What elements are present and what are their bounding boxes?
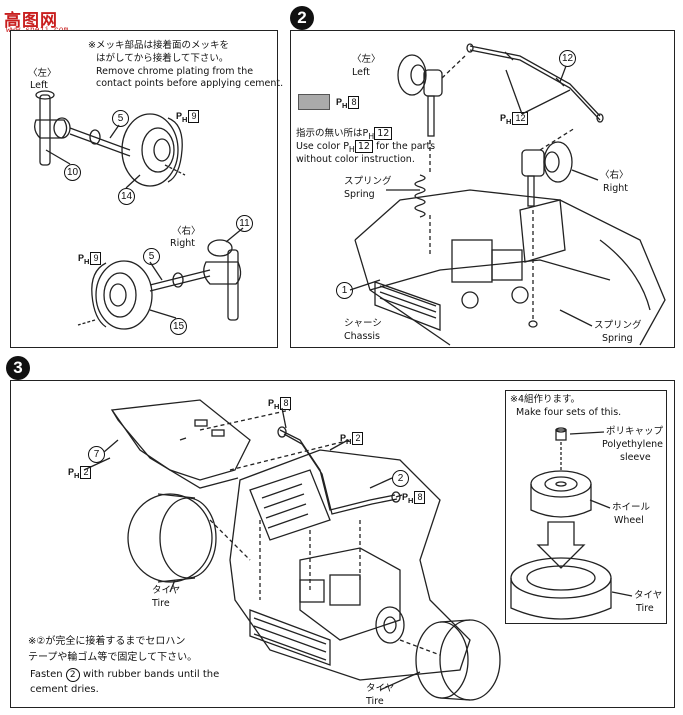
inset-poly-jp: ポリキャップ bbox=[606, 426, 664, 437]
part-number-12: 12 bbox=[559, 50, 576, 67]
color-swatch bbox=[298, 94, 330, 110]
step2-spring-jp: スプリング bbox=[344, 176, 392, 187]
step2-spring-en: Spring bbox=[344, 189, 375, 200]
inset-wheel-en: Wheel bbox=[614, 515, 644, 526]
step2-right-jp: 〈右〉 bbox=[600, 170, 629, 181]
part-number-10: 10 bbox=[64, 164, 81, 181]
watermark-logo: 高图网 bbox=[4, 11, 58, 31]
part-number-2: 2 bbox=[392, 470, 409, 487]
step3-tire-bottom-jp: タイヤ bbox=[366, 683, 395, 694]
step2-chassis-en: Chassis bbox=[344, 331, 380, 342]
step1-note-jp: ※メッキ部品は接着面のメッキを bbox=[88, 40, 229, 51]
step2-spring2-jp: スプリング bbox=[594, 320, 642, 331]
part-number-5b: 5 bbox=[143, 248, 160, 265]
step3-tire-bottom-en: Tire bbox=[366, 696, 384, 707]
inset-make-en: Make four sets of this. bbox=[516, 407, 622, 418]
inset-tire-en: Tire bbox=[636, 603, 654, 614]
part-number-11: 11 bbox=[236, 215, 253, 232]
step3-number: 3 bbox=[6, 356, 30, 380]
part-number-15: 15 bbox=[170, 318, 187, 335]
step3-tire-left-en: Tire bbox=[152, 598, 170, 609]
inset-poly-en2: sleeve bbox=[620, 452, 651, 463]
step3-note-jp1: ※②が完全に接着するまでセロハン bbox=[28, 636, 186, 647]
step1-note-en: Remove chrome plating from the bbox=[96, 66, 254, 77]
step1-right-jp: 〈右〉 bbox=[172, 226, 201, 237]
step3-tire-left-jp: タイヤ bbox=[152, 585, 181, 596]
part-number-5a: 5 bbox=[112, 110, 129, 127]
step2-note-en2: without color instruction. bbox=[296, 154, 415, 165]
step1-right-en: Right bbox=[170, 238, 196, 249]
step2-number: 2 bbox=[290, 6, 314, 30]
step1-left-en: Left bbox=[30, 80, 48, 91]
step2-spring2-en: Spring bbox=[602, 333, 633, 344]
inset-make-jp: ※4組作ります。 bbox=[510, 394, 581, 405]
step1-left-jp: 〈左〉 bbox=[28, 68, 57, 79]
step1-note-jp2: はがしてから接着して下さい。 bbox=[96, 53, 229, 64]
inset-poly-en1: Polyethylene bbox=[602, 439, 664, 450]
step3-note-en2: cement dries. bbox=[30, 684, 99, 695]
step2-chassis-jp: シャーシ bbox=[344, 318, 382, 329]
part-number-1: 1 bbox=[336, 282, 353, 299]
step2-left-jp: 〈左〉 bbox=[352, 54, 381, 65]
inset-tire-jp: タイヤ bbox=[634, 590, 663, 601]
step3-note-en1: Fasten 2 with rubber bands until the bbox=[30, 668, 220, 682]
part-number-7: 7 bbox=[88, 446, 105, 463]
step2-left-en: Left bbox=[352, 67, 370, 78]
part-number-14: 14 bbox=[118, 188, 135, 205]
step2-right-en: Right bbox=[603, 183, 629, 194]
step3-note-jp2: テープや輪ゴム等で固定して下さい。 bbox=[28, 652, 198, 663]
inset-wheel-jp: ホイール bbox=[612, 502, 651, 513]
step1-note-en2: contact points before applying cement. bbox=[96, 78, 284, 89]
